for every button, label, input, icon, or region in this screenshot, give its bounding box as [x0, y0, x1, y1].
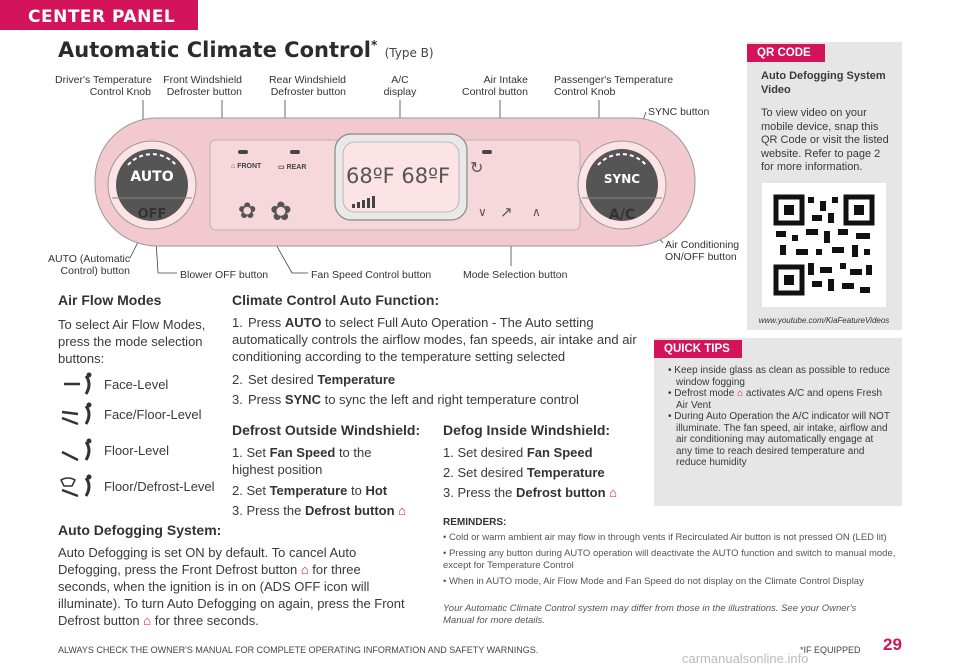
panel-sync-button: SYNC: [603, 172, 641, 186]
defog-step-2: 2. Set desired Temperature: [443, 465, 605, 480]
face-floor-level-icon: [61, 402, 92, 426]
panel-front-defrost-button: ⌂ FRONT: [231, 163, 262, 170]
title-main: Automatic Climate Control: [58, 38, 371, 62]
panel-rear-defrost-button: ▭ REAR: [278, 164, 307, 171]
quick-tips-panel: [654, 338, 902, 506]
auto-step-1: 1.Press AUTO to select Full Auto Operati…: [232, 315, 637, 364]
label-mode-select: Mode Selection button: [463, 269, 568, 281]
defrost-icon: ⌂: [737, 388, 744, 399]
mode-face-floor-level: Face/Floor-Level: [58, 402, 218, 428]
defog-step-3: 3. Press the Defrost button ⌂: [443, 485, 618, 500]
qr-url[interactable]: www.youtube.com/KiaFeatureVideos: [758, 316, 890, 325]
watermark: carmanualsonline.info: [682, 651, 809, 666]
panel-auto-button: AUTO: [130, 169, 174, 185]
auto-function-heading: Climate Control Auto Function:: [232, 292, 440, 308]
floor-defrost-level-icon: [60, 474, 92, 498]
air-flow-heading: Air Flow Modes: [58, 292, 162, 308]
panel-ac-button: A/C: [608, 207, 636, 223]
mode-down-icon: ∨: [478, 205, 487, 219]
defog-step-1: 1. Set desired Fan Speed: [443, 445, 593, 460]
fan-high-icon: ✿: [270, 196, 292, 226]
title-sub: (Type B): [384, 46, 434, 60]
panel-display-temps: 68ºF 68ºF: [346, 164, 451, 188]
qr-code-image[interactable]: [762, 183, 886, 307]
defrost-step-2: 2. Set Temperature to Hot: [232, 483, 388, 498]
defrost-icon: ⌂: [143, 613, 152, 628]
floor-level-icon: [61, 438, 92, 462]
tip-item: • Defrost mode ⌂ activates A/C and opens…: [668, 388, 883, 411]
front-defrost-icon: ⌂: [231, 163, 236, 170]
reminder-item: • When in AUTO mode, Air Flow Mode and F…: [443, 576, 864, 587]
panel-off-button: OFF: [137, 207, 167, 222]
reminders-note: Your Automatic Climate Control system ma…: [443, 603, 857, 626]
label-sync-button: SYNC button: [648, 106, 710, 118]
mode-face-level: Face-Level: [58, 372, 218, 398]
page-title: Automatic Climate Control* (Type B): [58, 38, 434, 62]
reminders-list: • Cold or warm ambient air may flow in t…: [443, 532, 905, 588]
tip-item: • Keep inside glass as clean as possible…: [668, 365, 890, 388]
qr-heading: Auto Defogging System Video: [761, 70, 886, 96]
auto-step-2: 2.Set desired Temperature: [232, 372, 396, 387]
quick-tips-list: • Keep inside glass as clean as possible…: [666, 365, 892, 469]
label-fan-speed: Fan Speed Control button: [311, 269, 432, 281]
defrost-step-3: 3. Press the Defrost button ⌂: [232, 503, 407, 518]
tip-item: • During Auto Operation the A/C indicato…: [668, 411, 890, 468]
face-level-icon: [64, 372, 92, 395]
mode-floor-defrost-level: Floor/Defrost-Level: [58, 474, 218, 500]
air-flow-intro: To select Air Flow Modes, press the mode…: [58, 317, 206, 366]
reminders-heading: REMINDERS:: [443, 517, 507, 528]
defrost-heading: Defrost Outside Windshield:: [232, 422, 421, 438]
defrost-icon: ⌂: [609, 485, 618, 500]
air-intake-icon: ↻: [470, 160, 484, 177]
defrost-icon: ⌂: [300, 562, 309, 577]
mode-up-icon: ∧: [532, 205, 541, 219]
defog-heading: Defog Inside Windshield:: [443, 422, 611, 438]
title-star: *: [370, 38, 378, 52]
reminder-item: • Cold or warm ambient air may flow in t…: [443, 532, 887, 543]
fan-low-icon: ✿: [238, 198, 257, 223]
footer-warning: ALWAYS CHECK THE OWNER'S MANUAL FOR COMP…: [58, 645, 539, 655]
defrost-icon: ⌂: [398, 503, 407, 518]
auto-step-3: 3.Press SYNC to sync the left and right …: [232, 392, 579, 407]
label-blower-off: Blower OFF button: [180, 269, 269, 281]
qr-pill: QR CODE: [747, 44, 825, 62]
defrost-step-1: 1. Set Fan Speed to the highest position: [232, 445, 372, 477]
quick-tips-pill: QUICK TIPS: [654, 340, 742, 358]
footer-if-equipped: *IF EQUIPPED: [800, 645, 861, 655]
qr-text: To view video on your mobile device, sna…: [761, 107, 889, 173]
page-number: 29: [883, 635, 902, 654]
auto-defog-heading: Auto Defogging System:: [58, 522, 222, 538]
mode-seat-icon: ↗: [500, 204, 513, 221]
section-tab: CENTER PANEL: [0, 0, 198, 30]
auto-defog-text: Auto Defogging is set ON by default. To …: [58, 545, 405, 628]
rear-defrost-icon: ▭: [278, 164, 285, 171]
mode-floor-level: Floor-Level: [58, 438, 218, 464]
climate-panel-diagram: [94, 100, 696, 274]
reminder-item: • Pressing any button during AUTO operat…: [443, 548, 896, 571]
